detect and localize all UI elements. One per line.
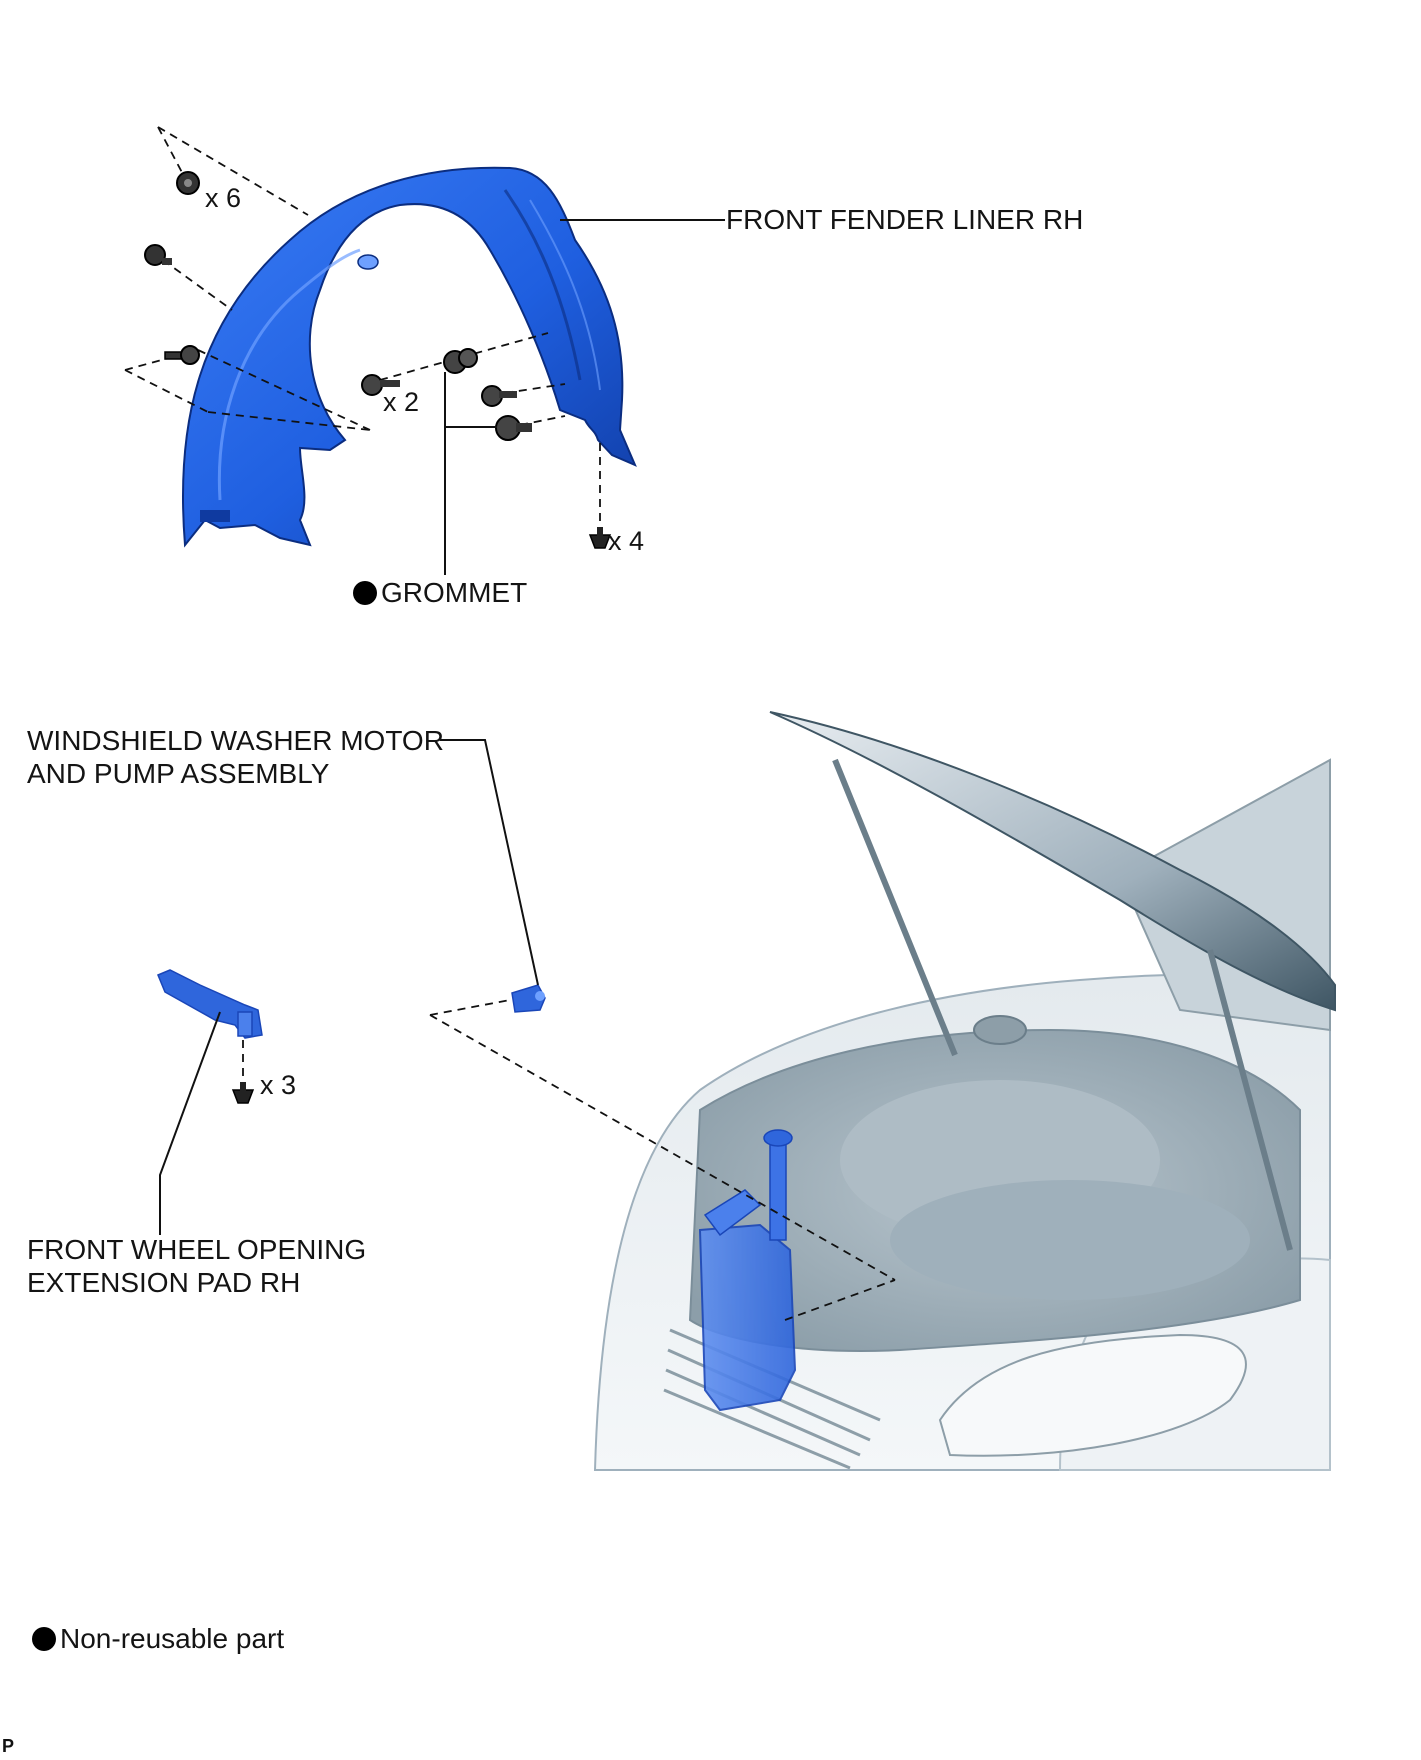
qty-clip-top: x 6 (205, 183, 242, 213)
front-fender-liner-illustration (181, 166, 637, 548)
non-reusable-dot-icon (353, 581, 377, 605)
lower-leader-lines (159, 739, 539, 1235)
washer-tank-illustration (698, 1129, 797, 1412)
label-washer-motor-line2: AND PUMP ASSEMBLY (27, 758, 330, 789)
grommet-icon (495, 415, 532, 441)
push-clip-icon (231, 1082, 255, 1104)
push-clip-icon (176, 171, 200, 195)
label-grommet: GROMMET (353, 576, 527, 610)
fender-liner-leader-lines (444, 219, 725, 575)
extension-pad-illustration (157, 969, 263, 1039)
screw-icon (164, 345, 200, 365)
label-washer-motor-line1: WINDSHIELD WASHER MOTOR (27, 725, 444, 756)
washer-motor-pump-illustration (511, 984, 546, 1013)
label-extension-pad-line1: FRONT WHEEL OPENING (27, 1234, 367, 1265)
label-front-fender-liner: FRONT FENDER LINER RH (726, 204, 1084, 235)
qty-clip-bottom-right: x 4 (608, 526, 645, 556)
grommet-icon (443, 348, 478, 374)
legend-non-reusable: Non-reusable part (32, 1622, 284, 1656)
corner-mark: P (2, 1736, 15, 1756)
label-extension-pad-line2: EXTENSION PAD RH (27, 1267, 301, 1298)
screw-icon (361, 374, 400, 396)
push-clip-icon (588, 527, 612, 549)
screw-icon (481, 385, 517, 407)
push-clip-icon (144, 244, 172, 266)
label-grommet-text: GROMMET (381, 577, 528, 608)
non-reusable-dot-icon (32, 1627, 56, 1651)
legend-non-reusable-text: Non-reusable part (60, 1623, 285, 1654)
qty-clip-pad: x 3 (260, 1070, 297, 1100)
qty-screw-mid: x 2 (383, 387, 420, 417)
lower-dashed-lines (242, 999, 896, 1321)
